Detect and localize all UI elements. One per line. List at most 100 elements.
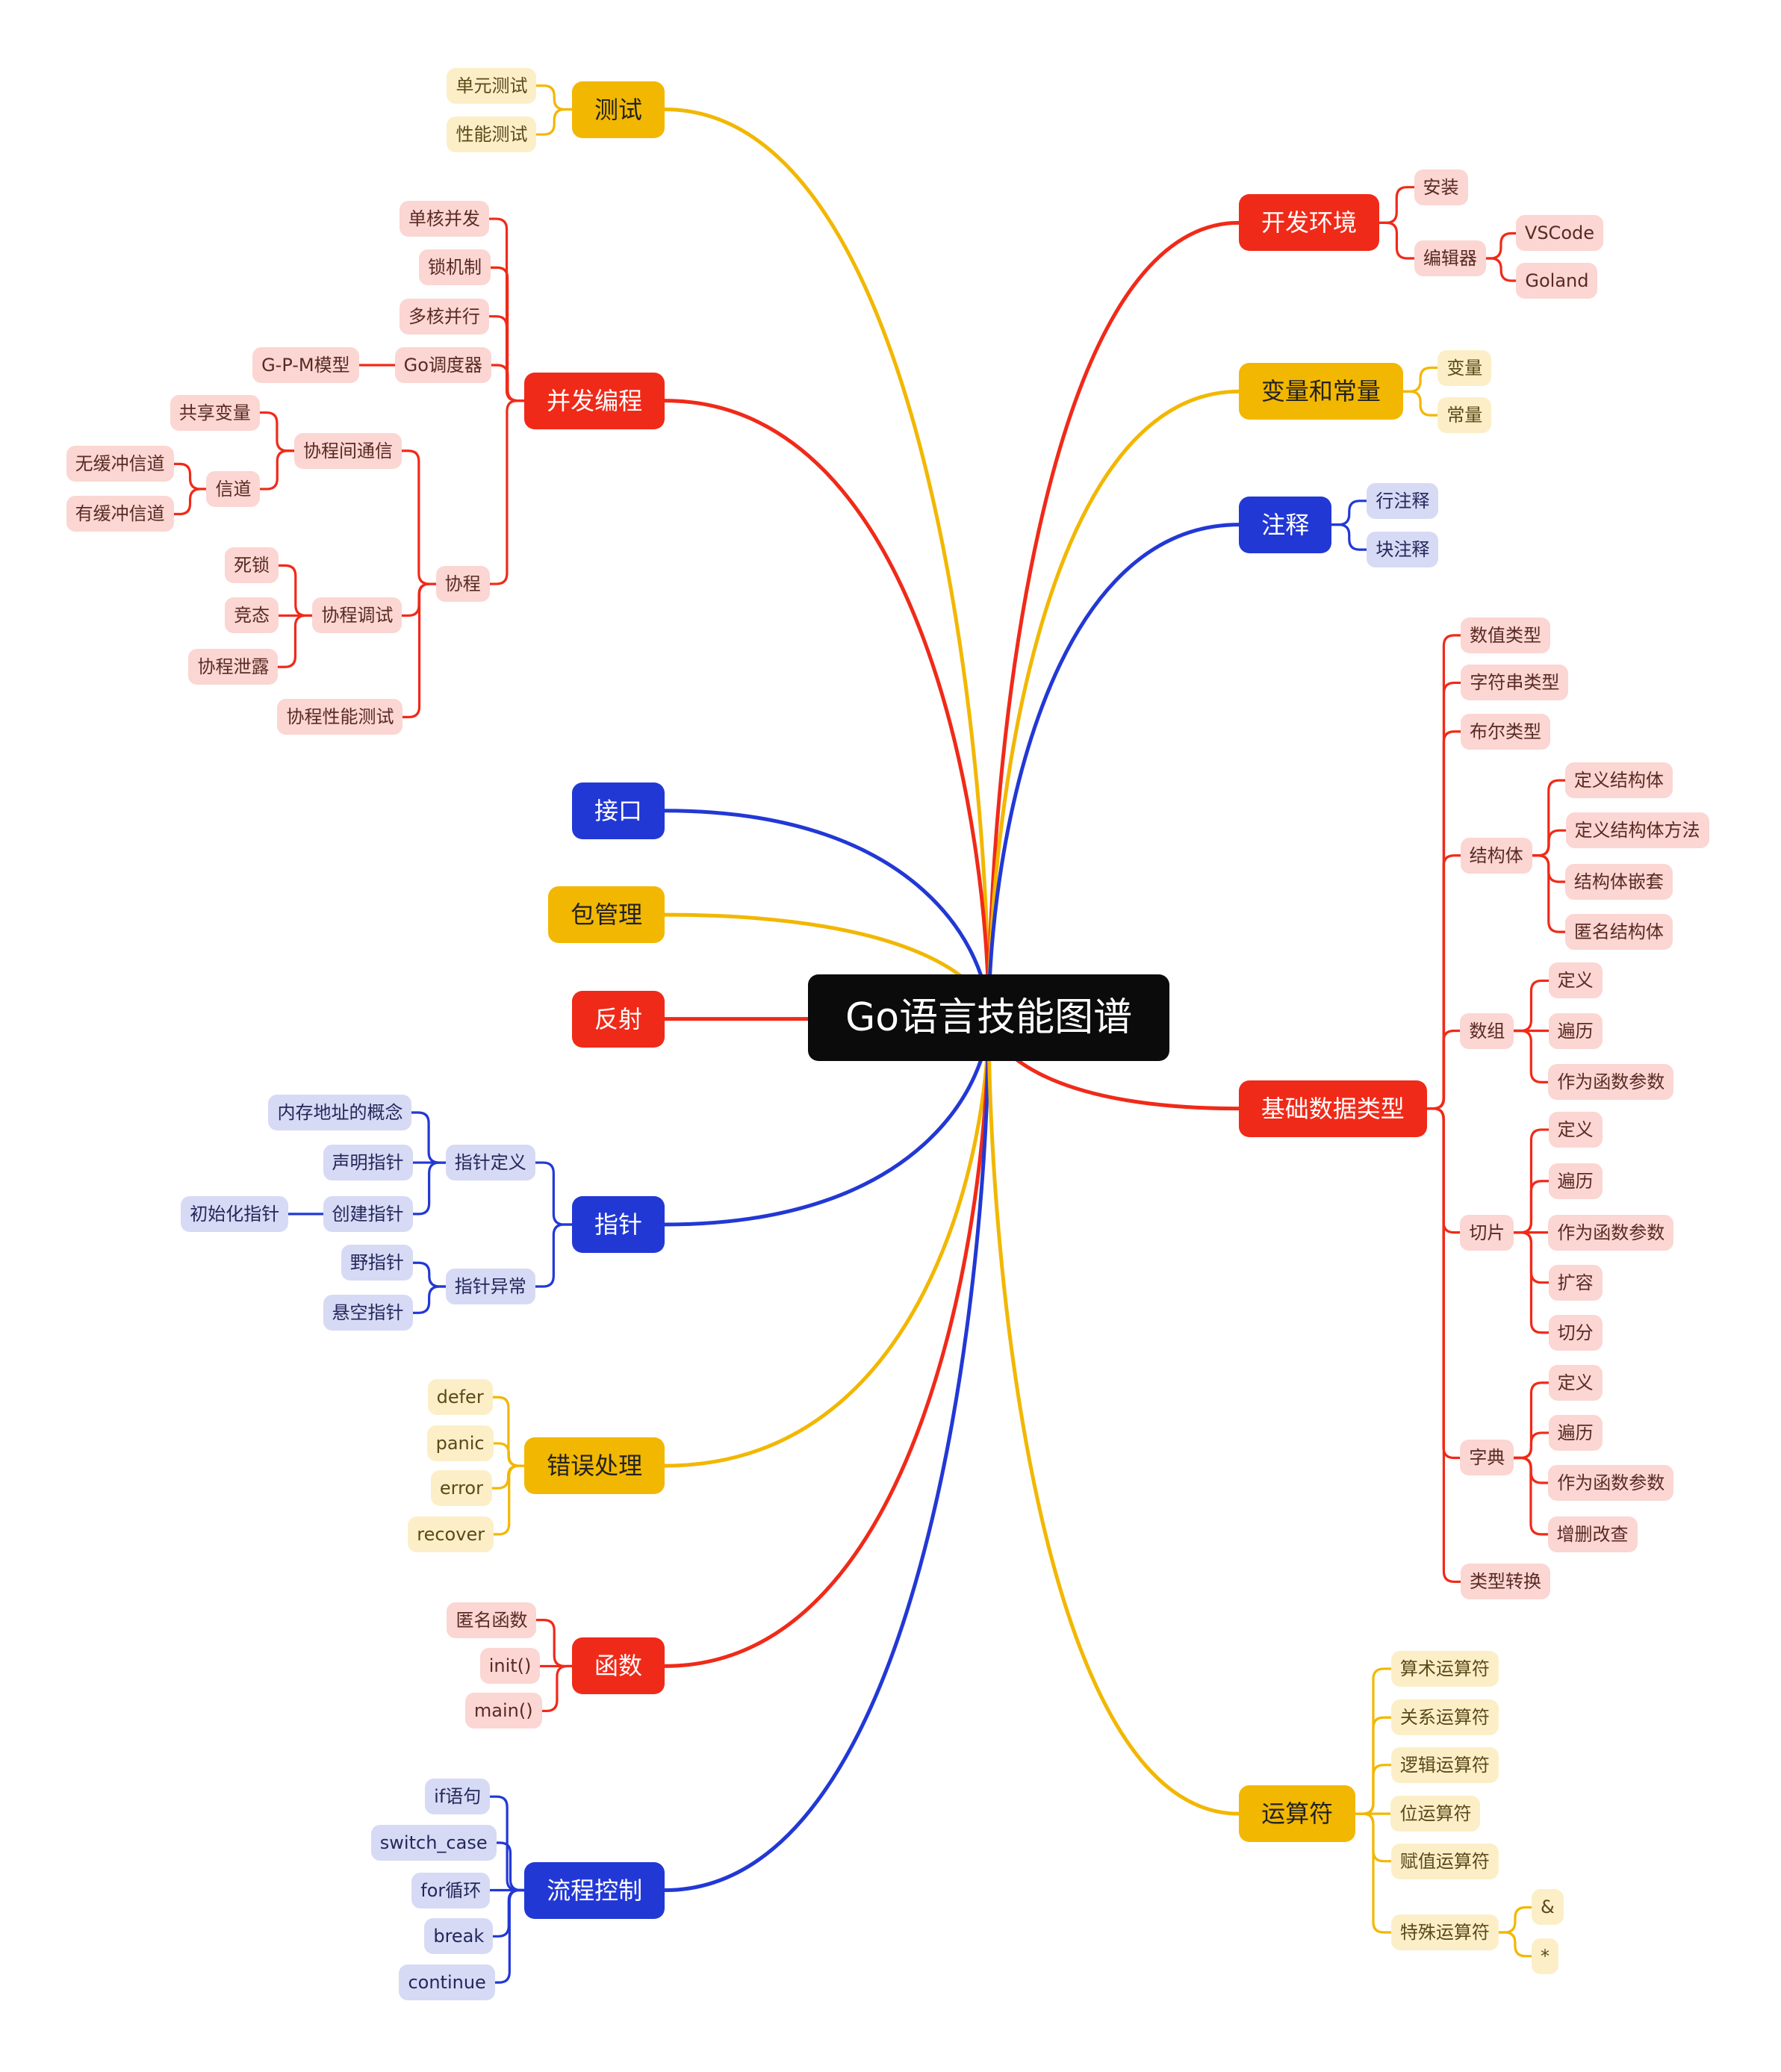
subtopic-c3[interactable]: 多核并行 — [399, 298, 489, 335]
subtopic-ty7b[interactable]: 遍历 — [1548, 1414, 1603, 1451]
subtopic-p1b[interactable]: 声明指针 — [323, 1145, 413, 1181]
subtopic-ty6b[interactable]: 遍历 — [1548, 1163, 1603, 1199]
connector-t-cmt-cm1 — [1330, 500, 1368, 526]
subtopic-ty6c[interactable]: 作为函数参数 — [1548, 1214, 1674, 1251]
subtopic-c5b1[interactable]: 死锁 — [225, 547, 279, 584]
main-topic-t-type[interactable]: 基础数据类型 — [1238, 1080, 1427, 1137]
subtopic-p1a[interactable]: 内存地址的概念 — [268, 1094, 412, 1130]
subtopic-en2a[interactable]: VSCode — [1515, 215, 1603, 252]
subtopic-fl2[interactable]: switch_case — [370, 1824, 497, 1861]
subtopic-p2[interactable]: 指针异常 — [445, 1268, 535, 1304]
subtopic-c5a[interactable]: 协程间通信 — [294, 432, 402, 469]
subtopic-en2[interactable]: 编辑器 — [1414, 240, 1486, 276]
subtopic-ty6d[interactable]: 扩容 — [1548, 1264, 1603, 1301]
main-topic-t-test[interactable]: 测试 — [571, 81, 665, 138]
main-topic-t-pkg[interactable]: 包管理 — [548, 886, 665, 944]
subtopic-f1[interactable]: 匿名函数 — [447, 1602, 537, 1638]
subtopic-ty4a[interactable]: 定义结构体 — [1564, 762, 1673, 799]
subtopic-t-test-1[interactable]: 单元测试 — [447, 67, 537, 104]
subtopic-e2[interactable]: panic — [426, 1425, 494, 1462]
main-topic-t-op[interactable]: 运算符 — [1239, 1785, 1356, 1843]
subtopic-p1c[interactable]: 创建指针 — [323, 1195, 413, 1232]
subtopic-cm2[interactable]: 块注释 — [1367, 532, 1439, 568]
root-topic[interactable]: Go语言技能图谱 — [808, 974, 1170, 1061]
subtopic-p2b[interactable]: 悬空指针 — [323, 1295, 413, 1331]
subtopic-fl3[interactable]: for循环 — [411, 1872, 491, 1908]
subtopic-c5b2[interactable]: 竞态 — [225, 597, 279, 634]
main-topic-t-iface[interactable]: 接口 — [571, 782, 665, 839]
subtopic-ty4c[interactable]: 结构体嵌套 — [1564, 864, 1673, 900]
subtopic-o4[interactable]: 位运算符 — [1390, 1796, 1481, 1832]
main-topic-t-conc[interactable]: 并发编程 — [524, 372, 665, 429]
subtopic-e3[interactable]: error — [430, 1470, 492, 1507]
subtopic-ty7[interactable]: 字典 — [1460, 1440, 1514, 1476]
subtopic-o5[interactable]: 赋值运算符 — [1390, 1843, 1499, 1879]
subtopic-c4a[interactable]: G-P-M模型 — [252, 347, 359, 383]
subtopic-v2[interactable]: 常量 — [1437, 397, 1492, 434]
subtopic-c5a2b[interactable]: 有缓冲信道 — [66, 496, 174, 532]
subtopic-cm1[interactable]: 行注释 — [1367, 482, 1439, 519]
subtopic-t-test-2[interactable]: 性能测试 — [447, 116, 537, 153]
subtopic-e1[interactable]: defer — [427, 1379, 493, 1416]
subtopic-ty6a[interactable]: 定义 — [1548, 1111, 1603, 1148]
main-topic-t-env[interactable]: 开发环境 — [1239, 194, 1380, 252]
subtopic-ty4[interactable]: 结构体 — [1460, 837, 1532, 874]
subtopic-c2[interactable]: 锁机制 — [419, 249, 491, 286]
subtopic-c5[interactable]: 协程 — [435, 566, 490, 603]
main-topic-t-refl[interactable]: 反射 — [571, 990, 665, 1048]
connector-t-var-v1 — [1402, 366, 1439, 393]
subtopic-v1[interactable]: 变量 — [1437, 349, 1492, 386]
subtopic-ty7a[interactable]: 定义 — [1548, 1364, 1603, 1401]
main-topic-t-var[interactable]: 变量和常量 — [1238, 363, 1403, 420]
subtopic-p1c1[interactable]: 初始化指针 — [181, 1195, 289, 1232]
subtopic-c5a1[interactable]: 共享变量 — [170, 394, 260, 431]
subtopic-ty1[interactable]: 数值类型 — [1461, 617, 1551, 653]
main-topic-t-flow[interactable]: 流程控制 — [524, 1861, 665, 1919]
subtopic-ty6[interactable]: 切片 — [1460, 1214, 1514, 1251]
subtopic-o3[interactable]: 逻辑运算符 — [1390, 1746, 1499, 1783]
subtopic-c1[interactable]: 单核并发 — [399, 201, 489, 237]
main-topic-t-ptr[interactable]: 指针 — [571, 1196, 665, 1254]
subtopic-fl4[interactable]: break — [424, 1918, 494, 1955]
subtopic-e4[interactable]: recover — [408, 1516, 494, 1552]
subtopic-ty4b[interactable]: 定义结构体方法 — [1565, 812, 1709, 849]
subtopic-c5a2[interactable]: 信道 — [206, 470, 261, 507]
subtopic-f2[interactable]: init() — [479, 1648, 541, 1684]
subtopic-ty2[interactable]: 字符串类型 — [1461, 665, 1569, 701]
subtopic-ty3[interactable]: 布尔类型 — [1461, 713, 1551, 750]
subtopic-ty5[interactable]: 数组 — [1460, 1012, 1514, 1049]
main-topic-t-func[interactable]: 函数 — [571, 1637, 665, 1695]
subtopic-en1[interactable]: 安装 — [1414, 169, 1468, 205]
subtopic-ty7d[interactable]: 增删改查 — [1547, 1516, 1638, 1552]
subtopic-o1[interactable]: 算术运算符 — [1390, 1650, 1499, 1687]
main-topic-t-err[interactable]: 错误处理 — [524, 1437, 665, 1495]
connector-t-flow-fl5 — [493, 1888, 526, 1984]
connector-c5a2-c5a2b — [172, 488, 208, 516]
subtopic-c5b[interactable]: 协程调试 — [312, 597, 402, 634]
subtopic-ty8[interactable]: 类型转换 — [1461, 1564, 1551, 1600]
subtopic-ty6e[interactable]: 切分 — [1548, 1314, 1603, 1351]
subtopic-ty5c[interactable]: 作为函数参数 — [1548, 1064, 1674, 1101]
subtopic-f3[interactable]: main() — [464, 1693, 542, 1729]
subtopic-fl1[interactable]: if语句 — [425, 1779, 491, 1815]
connector-c5b-c5b1 — [277, 564, 314, 617]
subtopic-c5a2a[interactable]: 无缓冲信道 — [66, 446, 174, 482]
subtopic-o6a[interactable]: & — [1532, 1889, 1564, 1926]
subtopic-o6b[interactable]: * — [1532, 1938, 1558, 1974]
subtopic-fl5[interactable]: continue — [399, 1964, 495, 2001]
subtopic-ty4d[interactable]: 匿名结构体 — [1564, 914, 1673, 951]
subtopic-c5b3[interactable]: 协程泄露 — [188, 649, 279, 685]
subtopic-c4[interactable]: Go调度器 — [394, 347, 491, 383]
subtopic-ty5b[interactable]: 遍历 — [1548, 1012, 1603, 1049]
subtopic-p2a[interactable]: 野指针 — [341, 1245, 413, 1281]
connector-t-type-ty8 — [1426, 1107, 1462, 1584]
subtopic-en2b[interactable]: Goland — [1516, 263, 1598, 299]
subtopic-o2[interactable]: 关系运算符 — [1390, 1699, 1499, 1736]
connector-root-t-flow — [662, 1015, 991, 1893]
subtopic-o6[interactable]: 特殊运算符 — [1390, 1914, 1499, 1951]
subtopic-p1[interactable]: 指针定义 — [445, 1145, 535, 1181]
subtopic-ty5a[interactable]: 定义 — [1548, 962, 1603, 999]
subtopic-c5c[interactable]: 协程性能测试 — [277, 699, 403, 735]
main-topic-t-cmt[interactable]: 注释 — [1239, 496, 1332, 553]
subtopic-ty7c[interactable]: 作为函数参数 — [1548, 1465, 1674, 1502]
